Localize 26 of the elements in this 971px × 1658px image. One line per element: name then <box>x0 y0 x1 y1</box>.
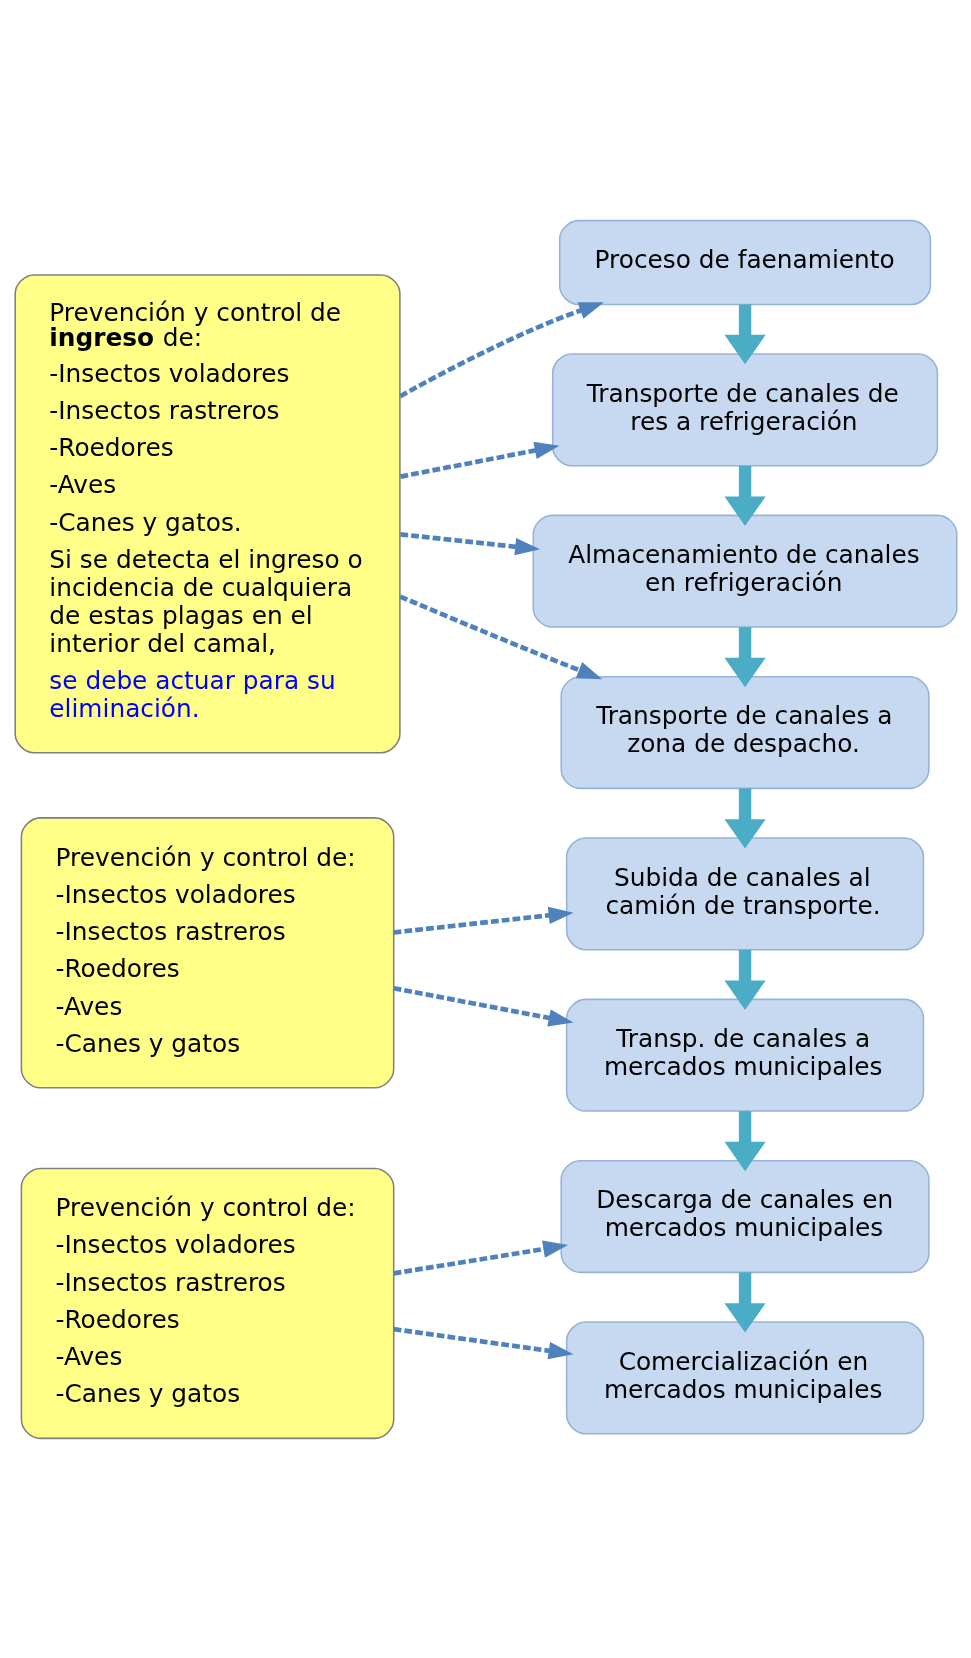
arrow <box>723 949 766 1010</box>
node-box: Transp. de canales a mercados municipales <box>565 998 924 1112</box>
arrow <box>398 593 602 679</box>
arrow <box>723 626 766 687</box>
node-box: Subida de canales al camión de transporte. <box>565 836 924 950</box>
node-box: Transporte de canales de res a refrigeración <box>551 352 938 466</box>
node-box: Comercialización en mercados municipales <box>565 1320 924 1434</box>
node-box: Prevención y control de: -Insectos voladores -Insectos rastreros -Roedores -Aves -Canes y gatos <box>20 816 394 1089</box>
arrow <box>723 1110 766 1171</box>
arrow <box>723 303 766 364</box>
arrow <box>392 985 573 1026</box>
node-box: Descarga de canales en mercados municipales <box>559 1159 930 1273</box>
arrow <box>398 301 604 398</box>
arrow <box>399 531 540 555</box>
node-box: Proceso de faenamiento <box>558 219 931 305</box>
node-box: Transporte de canales a zona de despacho. <box>559 675 930 789</box>
arrow <box>392 1326 573 1359</box>
arrow <box>723 1271 766 1333</box>
node-box: Almacenamiento de canales en refrigeración <box>532 514 958 628</box>
node-box: Prevención y control de: -Insectos voladores -Insectos rastreros -Roedores -Aves -Canes y gatos <box>20 1167 394 1439</box>
arrow <box>723 787 766 849</box>
arrow <box>393 906 573 935</box>
node-box: Prevención y control de ingreso de: -Insectos voladores -Insectos rastreros -Roedores -Aves -Canes y gatos. Si se detecta el ingreso o incidencia de cualquiera de estas plagas en el interior del camal, se debe actuar para su eliminación. <box>13 273 401 753</box>
arrow <box>723 465 766 526</box>
arrow <box>399 441 559 479</box>
arrow <box>392 1239 568 1276</box>
